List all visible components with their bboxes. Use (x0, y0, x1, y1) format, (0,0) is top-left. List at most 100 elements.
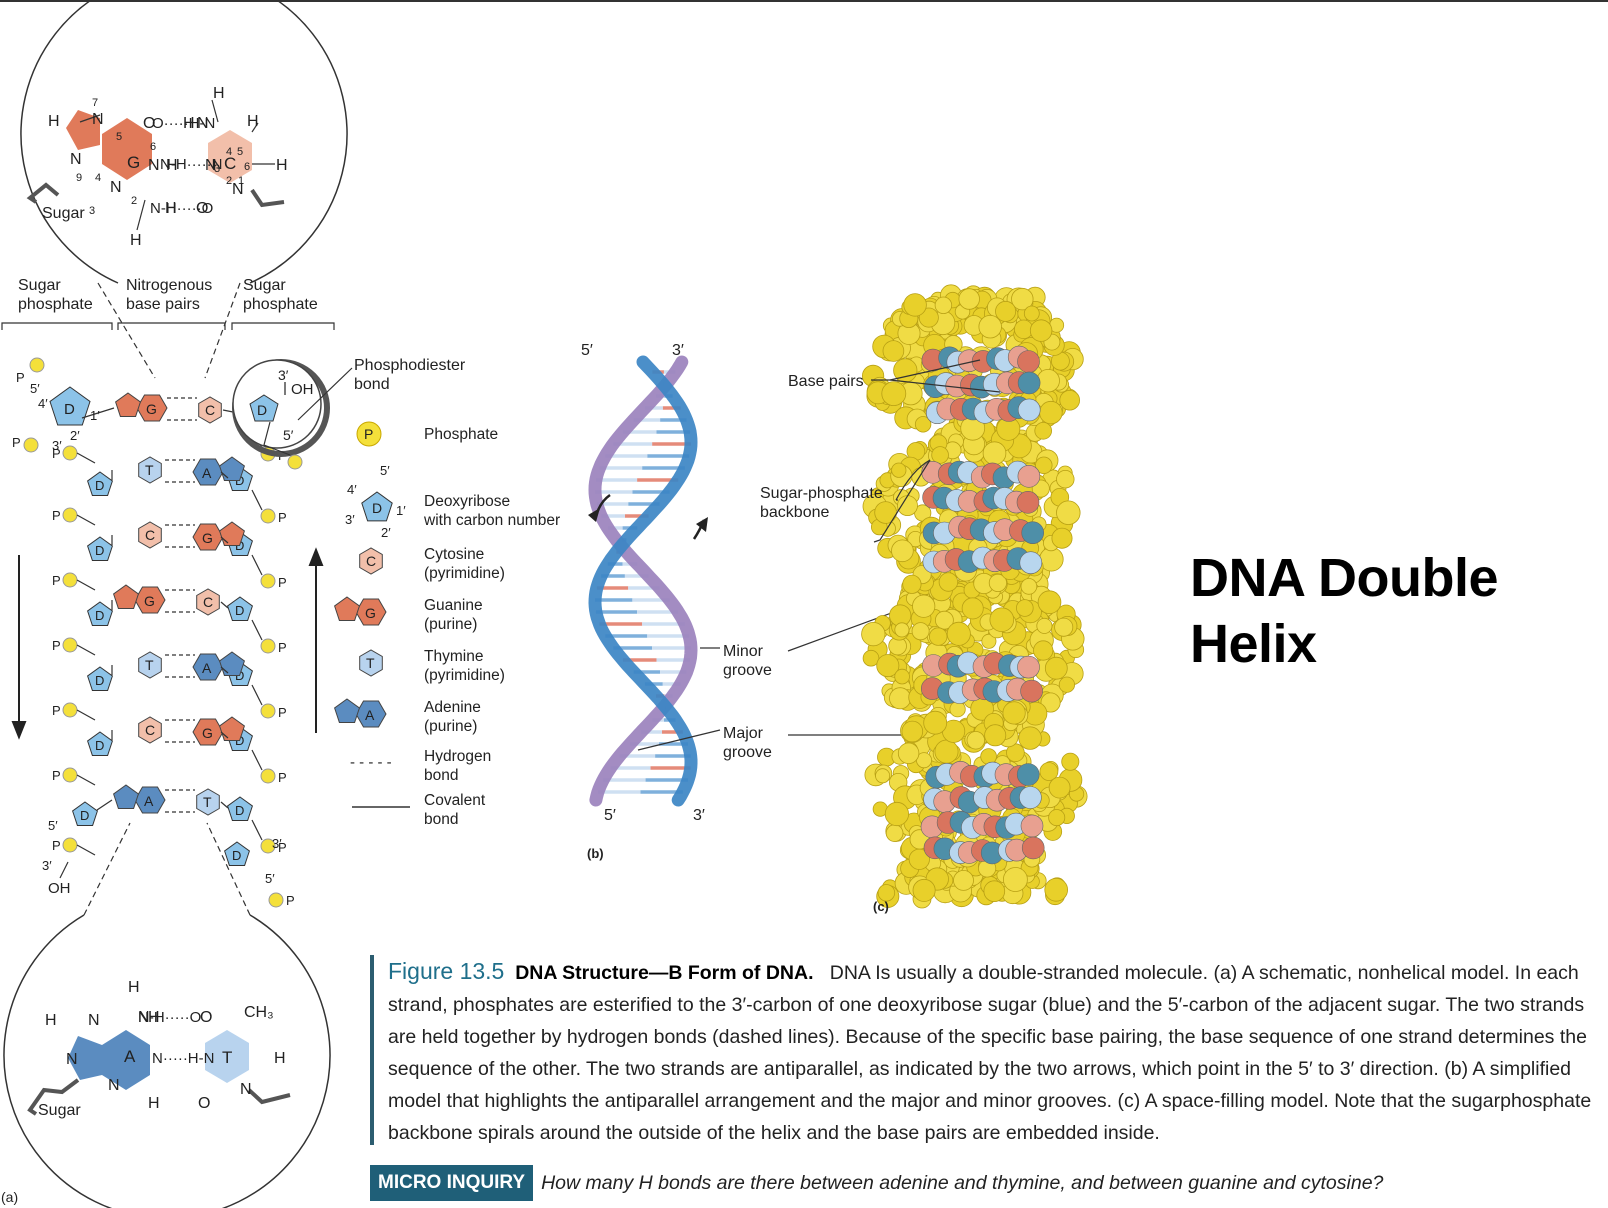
carbon-number: 3′ (345, 512, 355, 527)
helix-curl-arrows (588, 493, 708, 540)
covalent-bond (76, 844, 96, 856)
covalent-bond (76, 644, 96, 656)
base-pair-atom (1021, 836, 1045, 860)
base-letter: G (202, 530, 213, 546)
phosphate-left (62, 572, 78, 588)
legend-label-line: Thymine (424, 648, 483, 665)
atom: H (183, 115, 195, 132)
backbone-atom (1034, 421, 1052, 440)
atom: N (148, 157, 160, 174)
backbone-atom (912, 878, 936, 902)
backbone-atom (1044, 656, 1068, 680)
micro-inquiry: MICRO INQUIRY How many H bonds are there… (370, 1165, 1383, 1201)
backbone-atom (929, 627, 948, 646)
covalent-bond (76, 452, 96, 464)
atom: H (213, 85, 225, 102)
backbone-atom (978, 315, 1002, 339)
deoxyribose-left (49, 386, 91, 426)
top-inset-numbers: 7 5 6 9 4 3 2 4 5 3 6 2 1 (76, 97, 250, 217)
ring-number: 6 (150, 141, 156, 153)
pyrimidine-ring (198, 396, 222, 424)
carbon-number: 4′ (38, 396, 48, 411)
ring-number: 3 (214, 163, 220, 175)
backbone-atom (874, 501, 897, 524)
figure-caption-text: DNA Is usually a double-stranded molecul… (388, 962, 1592, 1144)
panel-b-label: (b) (587, 846, 604, 861)
phosphate-letter: P (278, 640, 287, 655)
base-pair-atom (1020, 814, 1044, 838)
deoxyribose-left (87, 536, 113, 561)
backbone-atom (989, 607, 1015, 632)
atom: N (66, 1051, 78, 1068)
legend-label-line: bond (424, 811, 458, 828)
covalent-bond (251, 489, 263, 511)
deoxyribose-letter: D (235, 803, 244, 818)
backbone-atom (934, 296, 953, 315)
legend-label-line: (purine) (424, 616, 477, 633)
backbone-atom (1002, 701, 1026, 725)
micro-inquiry-label: MICRO INQUIRY (370, 1165, 534, 1201)
phosphate-left (62, 507, 78, 523)
label-line: groove (723, 744, 772, 761)
antiparallel-arrows (11, 547, 324, 740)
backbone-atom (1044, 877, 1068, 902)
backbone-atom (891, 539, 914, 563)
magnifier-oh: OH (291, 381, 314, 398)
phosphate-right (260, 838, 276, 854)
covalent-bond (220, 471, 229, 479)
phosphate-left (62, 767, 78, 783)
backbone-atom (877, 884, 896, 902)
pyrimidine-ring (196, 788, 220, 816)
backbone-atom (903, 293, 927, 317)
ring-number: 7 (92, 97, 98, 109)
base-letter: T (145, 657, 154, 673)
backbone-atom (995, 300, 1017, 322)
top-inset-sugar-label: Sugar (42, 205, 85, 222)
label-line: groove (723, 662, 772, 679)
backbone-atom (897, 495, 918, 517)
backbone-atom (983, 880, 1006, 902)
magnifier-d-label: D (257, 402, 267, 418)
backbone-atom (934, 739, 959, 764)
backbone-atom (884, 801, 910, 827)
deoxyribose-bottom-right (224, 841, 250, 866)
label-line: bond (354, 376, 390, 393)
backbone-atom (876, 654, 900, 678)
carbon-number: 1′ (396, 503, 406, 518)
backbone-atom (953, 870, 974, 891)
base-letter: T (145, 462, 154, 478)
backbone-atom (861, 621, 886, 647)
base-letter: A (202, 465, 212, 481)
covalent-bond (251, 554, 263, 576)
carbon-number: 4′ (347, 482, 357, 497)
phosphate-bottom (268, 892, 284, 908)
backbone-atom (946, 621, 971, 646)
oh-label: OH (48, 880, 71, 897)
backbone-atom (875, 768, 891, 784)
deoxyribose-right (227, 796, 253, 821)
ring-number: 5 (237, 146, 243, 158)
phosphate-letter: P (16, 370, 25, 385)
atom: N (108, 1077, 120, 1094)
carbon-number: 3′ (272, 836, 282, 851)
phosphate-left (62, 637, 78, 653)
backbone-atom (911, 622, 930, 641)
phosphate-letter: P (52, 573, 61, 588)
covalent-bond (96, 799, 113, 811)
deoxyribose-right (227, 596, 253, 621)
phosphate-letter: P (52, 703, 61, 718)
legend-label: Adenine(purine) (424, 699, 481, 735)
h-bond: O·····H-N (152, 115, 215, 132)
